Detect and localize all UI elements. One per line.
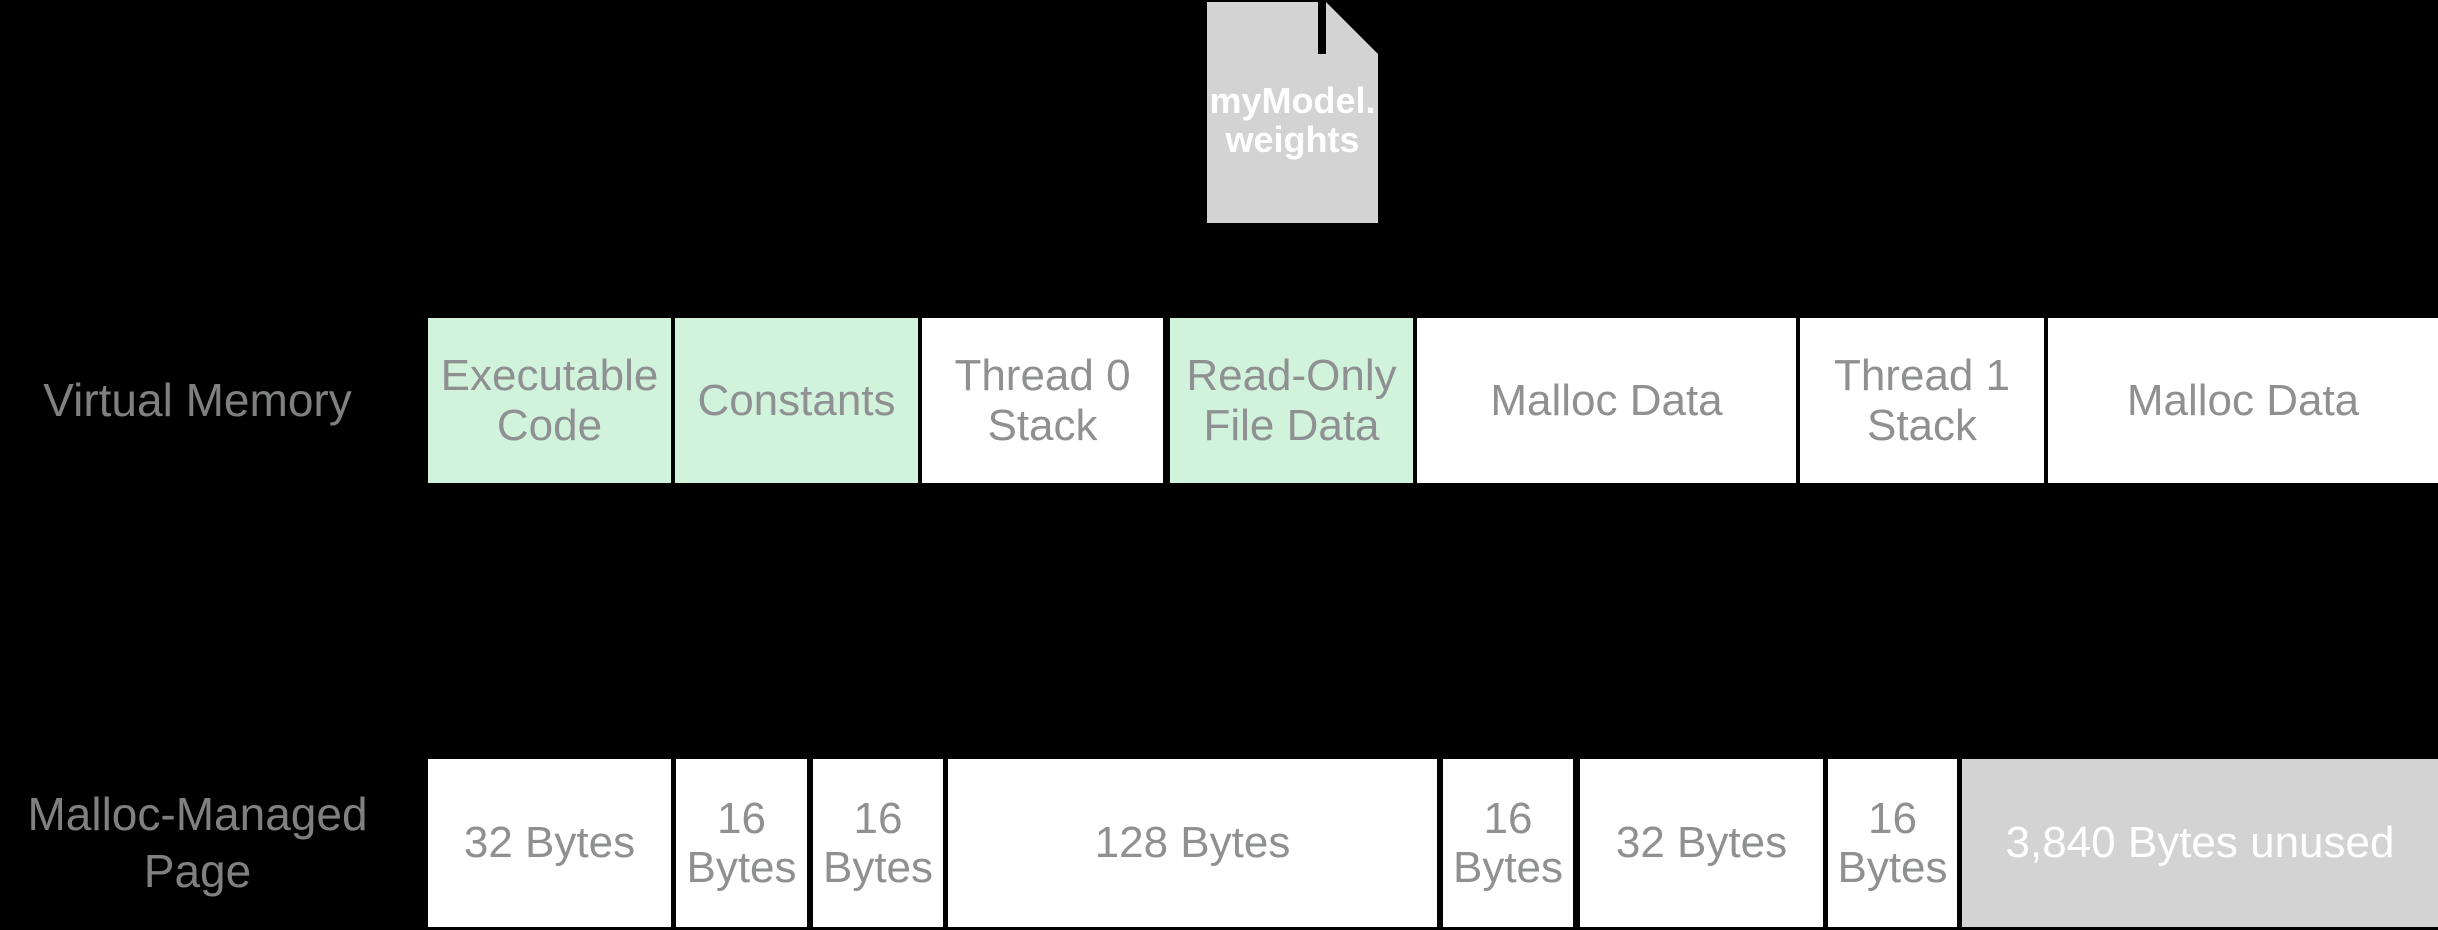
weights-file: myModel. weights — [1207, 2, 1378, 223]
memory-segment-cell: 16 Bytes — [813, 759, 943, 927]
memory-segment-cell: 32 Bytes — [428, 759, 671, 927]
memory-segment-cell: Malloc Data — [2048, 318, 2438, 483]
memory-segment-cell: Executable Code — [428, 318, 671, 483]
memory-segment-cell: 3,840 Bytes unused — [1962, 759, 2438, 927]
document-folded-corner — [1326, 2, 1378, 54]
memory-segment-cell: Malloc Data — [1417, 318, 1796, 483]
document-icon — [1207, 2, 1378, 223]
memory-segment-cell: Read-Only File Data — [1170, 318, 1413, 483]
memory-segment-cell: Thread 0 Stack — [922, 318, 1163, 483]
memory-segment-cell: Constants — [675, 318, 918, 483]
memory-segment-cell: Thread 1 Stack — [1800, 318, 2044, 483]
memory-segment-cell: 16 Bytes — [676, 759, 807, 927]
memory-segment-cell: 32 Bytes — [1580, 759, 1823, 927]
malloc-page-label: Malloc-Managed Page — [27, 787, 368, 898]
file-name-label: myModel. weights — [1209, 79, 1376, 160]
virtual-memory-label: Virtual Memory — [43, 373, 352, 426]
memory-segment-cell: 128 Bytes — [948, 759, 1437, 927]
memory-segment-cell: 16 Bytes — [1443, 759, 1573, 927]
document-body — [1207, 2, 1378, 223]
memory-segment-cell: 16 Bytes — [1828, 759, 1957, 927]
